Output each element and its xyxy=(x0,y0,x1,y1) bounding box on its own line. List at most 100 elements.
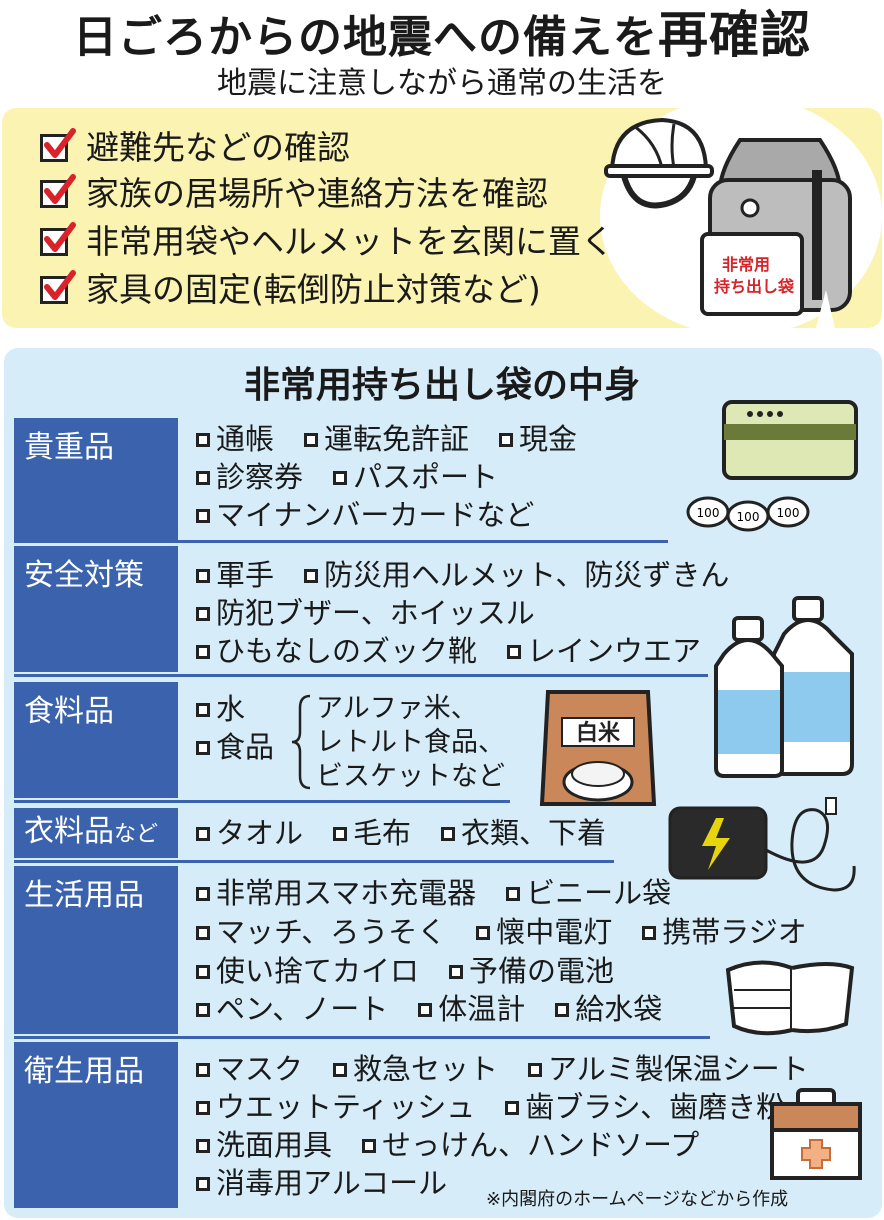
checkbox-icon xyxy=(304,433,319,447)
list-item: ウエットティッシュ xyxy=(196,1088,475,1126)
item-line: 防犯ブザー、ホイッスル xyxy=(196,594,565,632)
food-example: レトルト食品、 xyxy=(316,727,505,758)
checkbox-icon xyxy=(196,607,210,621)
page-title: 日ごろからの地震への備えを再確認 xyxy=(0,6,884,67)
svg-text:100: 100 xyxy=(737,510,760,524)
check-icon xyxy=(40,270,76,304)
list-item: 防災用ヘルメット、防災ずきん xyxy=(304,556,729,594)
checkbox-icon xyxy=(196,1003,210,1017)
checkbox-icon xyxy=(333,827,348,841)
checkbox-icon xyxy=(528,1063,543,1077)
first-aid-kit-icon xyxy=(770,1088,862,1180)
list-item: ペン、ノート xyxy=(196,990,388,1028)
checkbox-icon xyxy=(499,433,514,447)
checklist-text: 家具の固定(転倒防止対策など) xyxy=(86,270,541,309)
checkbox-icon xyxy=(333,471,348,485)
power-bank-icon xyxy=(668,797,856,892)
checkbox-icon xyxy=(196,1101,210,1115)
list-item: 運転免許証 xyxy=(304,420,469,458)
checkbox-icon xyxy=(196,827,210,841)
list-item: ひもなしのズック靴 xyxy=(196,632,477,670)
item-line: 非常用スマホ充電器 ビニール袋 xyxy=(196,874,701,912)
item-line: ウエットティッシュ 歯ブラシ、歯磨き粉 xyxy=(196,1088,815,1126)
checklist-item: 家具の固定(転倒防止対策など) xyxy=(40,268,541,312)
item-line: 水 xyxy=(196,690,275,728)
list-item: 歯ブラシ、歯磨き粉 xyxy=(505,1088,785,1126)
divider xyxy=(14,800,510,803)
list-item: 給水袋 xyxy=(555,990,662,1028)
list-item: マスク xyxy=(196,1050,303,1088)
food-example: ビスケットなど xyxy=(316,761,505,792)
item-line: ペン、ノート 体温計 給水袋 xyxy=(196,990,692,1028)
list-item: 非常用スマホ充電器 xyxy=(196,874,476,912)
checkbox-icon xyxy=(196,645,210,659)
checklist-item: 避難先などの確認 xyxy=(40,126,350,170)
list-item: 予備の電池 xyxy=(449,952,614,990)
category-label: 衛生用品 xyxy=(14,1042,178,1208)
checklist-text: 家族の居場所や連絡方法を確認 xyxy=(86,174,548,213)
checkbox-icon xyxy=(196,1139,210,1153)
list-item: マイナンバーカードなど xyxy=(196,496,534,534)
backpack-icon: 非常用 持ち出し袋 xyxy=(700,138,852,316)
checkbox-icon xyxy=(196,965,210,979)
list-item: 水 xyxy=(196,690,245,728)
checkbox-icon xyxy=(196,433,210,447)
checkbox-icon xyxy=(196,569,210,583)
item-line: 洗面用具 せっけん、ハンドソープ xyxy=(196,1126,729,1164)
checkbox-icon xyxy=(555,1003,570,1017)
water-bottles-icon xyxy=(714,596,854,778)
checkbox-icon xyxy=(333,1063,348,1077)
checkbox-icon xyxy=(196,1177,210,1191)
mask-icon xyxy=(725,960,855,1036)
checkbox-icon xyxy=(196,703,210,717)
item-line: 通帳 運転免許証 現金 xyxy=(196,420,607,458)
food-example: アルファ米、 xyxy=(316,693,478,724)
list-item: 懐中電灯 xyxy=(476,913,612,951)
category-label: 衣料品など xyxy=(14,808,178,858)
item-line: マッチ、ろうそく 懐中電灯 携帯ラジオ xyxy=(196,913,837,951)
divider xyxy=(14,1036,710,1039)
list-item: 洗面用具 xyxy=(196,1126,332,1164)
title-strong: 再確認 xyxy=(658,6,811,64)
item-line: マイナンバーカードなど xyxy=(196,496,564,534)
list-item: レインウエア xyxy=(507,632,701,670)
svg-text:白米: 白米 xyxy=(576,720,621,746)
list-item: 食品 xyxy=(196,728,274,766)
check-icon xyxy=(40,128,76,162)
section-title: 非常用持ち出し袋の中身 xyxy=(243,365,640,406)
check-icon xyxy=(40,222,76,256)
category-label: 安全対策 xyxy=(14,546,178,672)
checklist-text: 避難先などの確認 xyxy=(86,128,350,167)
checkbox-icon xyxy=(418,1003,433,1017)
backpack-label-1: 非常用 xyxy=(722,255,770,274)
helmet-icon xyxy=(604,117,714,209)
svg-text:100: 100 xyxy=(777,506,800,520)
svg-text:100: 100 xyxy=(697,506,720,520)
list-item: 消毒用アルコール xyxy=(196,1164,447,1202)
item-line: 診察券 パスポート xyxy=(196,458,528,496)
item-line: マスク 救急セット アルミ製保温シート xyxy=(196,1050,839,1088)
rice-bag-icon: 白米 xyxy=(539,690,657,806)
list-item: 体温計 xyxy=(418,990,525,1028)
item-line: 使い捨てカイロ 予備の電池 xyxy=(196,952,644,990)
page-subtitle: 地震に注意しながら通常の生活を xyxy=(217,66,667,101)
checkbox-icon xyxy=(476,926,491,940)
list-item: パスポート xyxy=(333,458,498,496)
checkbox-icon xyxy=(505,1101,520,1115)
source-note: ※内閣府のホームページなどから作成 xyxy=(486,1189,789,1210)
list-item: せっけん、ハンドソープ xyxy=(362,1126,699,1164)
checkbox-icon xyxy=(304,569,319,583)
divider xyxy=(14,674,708,677)
checkbox-icon xyxy=(196,741,210,755)
checkbox-icon xyxy=(196,509,210,523)
checklist-text: 非常用袋やヘルメットを玄関に置く xyxy=(86,222,614,261)
item-line: タオル 毛布 衣類、下着 xyxy=(196,814,636,852)
checkbox-icon xyxy=(507,645,522,659)
item-line: 食品 xyxy=(196,728,304,766)
list-item: タオル xyxy=(196,814,303,852)
coins-icon: 100 100 100 xyxy=(686,496,810,532)
checkbox-icon xyxy=(196,1063,210,1077)
passbook-icon xyxy=(722,400,858,480)
category-label: 貴重品 xyxy=(14,418,178,540)
checkbox-icon xyxy=(362,1139,377,1153)
